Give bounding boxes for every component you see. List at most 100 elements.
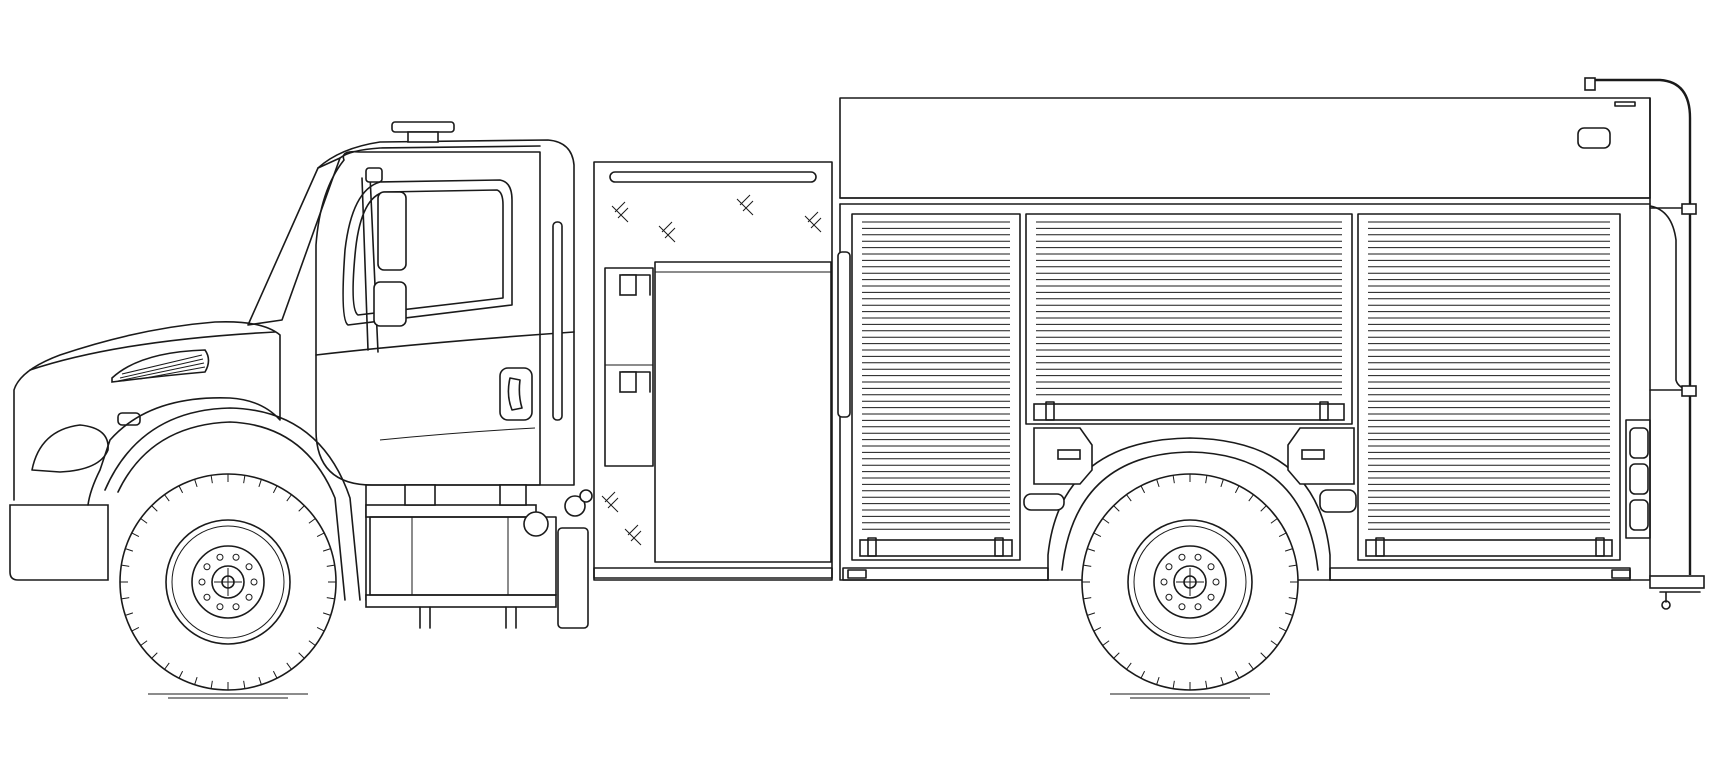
- tread-notch: [1278, 532, 1287, 538]
- tread-notch: [1288, 564, 1297, 567]
- front-bumper: [9, 504, 109, 581]
- tread-notch: [1093, 626, 1102, 632]
- tread-notch: [1172, 680, 1175, 689]
- tread-notch: [1113, 505, 1120, 512]
- tread-notch: [178, 485, 184, 494]
- lug-nut: [245, 563, 253, 571]
- roll-up-door-3: [1368, 221, 1610, 530]
- tread-notch: [272, 670, 278, 679]
- body-marker-light-rear: [1319, 489, 1357, 513]
- tread-notch: [1248, 494, 1254, 502]
- tread-notch: [1260, 652, 1267, 659]
- roll-up-door-1: [862, 221, 1010, 530]
- windshield: [247, 157, 341, 326]
- tread-notch: [1288, 597, 1297, 600]
- pump-panel: [593, 161, 833, 581]
- tread-notch: [1156, 676, 1160, 685]
- rear-ladder-rail: [1590, 78, 1692, 575]
- shutter-frame-2: [1025, 213, 1353, 425]
- hood: [13, 320, 281, 506]
- tread-notch: [140, 640, 148, 646]
- tread-notch: [1140, 485, 1146, 494]
- door-beltline: [315, 331, 575, 356]
- body-grab-rail: [837, 251, 851, 418]
- tread-notch: [151, 652, 158, 659]
- wheels: [119, 473, 1299, 699]
- cab: [9, 121, 593, 629]
- cab-body: [317, 139, 575, 601]
- tread-notch: [286, 494, 292, 502]
- tread-notch: [1248, 662, 1254, 670]
- hood-vent: [111, 349, 210, 383]
- lug-nut: [203, 593, 211, 601]
- lug-nut: [1160, 578, 1168, 586]
- pump-compartment: [593, 161, 833, 579]
- def-tank: [557, 527, 589, 629]
- tread-notch: [178, 670, 184, 679]
- lug-nut: [1178, 553, 1186, 561]
- tread-notch: [298, 505, 305, 512]
- tread-notch: [1205, 475, 1208, 484]
- front-wheel-arch: [104, 407, 361, 601]
- cab-step-lower: [365, 594, 557, 608]
- tread-notch: [1234, 670, 1240, 679]
- tread-notch: [258, 676, 262, 685]
- tread-notch: [1172, 475, 1175, 484]
- lug-nut: [1165, 563, 1173, 571]
- tread-notch: [1087, 612, 1096, 616]
- tread-notch: [151, 505, 158, 512]
- side-marker-light: [117, 412, 141, 426]
- tread-notch: [322, 548, 331, 552]
- cab-door: [315, 150, 541, 486]
- hood-upper-line: [29, 331, 276, 371]
- tread-notch: [164, 662, 170, 670]
- shutter-frame-3: [1357, 213, 1621, 561]
- tread-notch: [1087, 548, 1096, 552]
- tread-notch: [316, 626, 325, 632]
- lug-nut: [1194, 553, 1202, 561]
- tread-notch: [243, 475, 246, 484]
- lug-nut: [1194, 603, 1202, 611]
- tread-notch: [272, 485, 278, 494]
- lug-nut: [1207, 593, 1215, 601]
- tread-notch: [308, 640, 316, 646]
- cab-step-upper: [365, 504, 537, 518]
- hub: [191, 545, 265, 619]
- lug-nut: [232, 553, 240, 561]
- diamond-plate: [601, 194, 822, 546]
- tread-notch: [1093, 532, 1102, 538]
- roll-up-door-2: [1036, 221, 1342, 396]
- tread-notch: [1156, 479, 1160, 488]
- tread-notch: [326, 564, 335, 567]
- control-box: [604, 267, 654, 467]
- top-handrail: [609, 171, 817, 183]
- tread-notch: [243, 680, 246, 689]
- lug-nut: [250, 578, 258, 586]
- tread-notch: [1083, 564, 1092, 567]
- lug-nut: [1165, 593, 1173, 601]
- tread-notch: [1083, 597, 1092, 600]
- door-window: [342, 179, 513, 326]
- tread-notch: [121, 564, 130, 567]
- lug-nut: [1207, 563, 1215, 571]
- upper-compartment: [839, 97, 1651, 199]
- tread-notch: [164, 494, 170, 502]
- tread-notch: [125, 548, 134, 552]
- lug-nut: [216, 603, 224, 611]
- tread-notch: [326, 597, 335, 600]
- tread-notch: [1284, 548, 1293, 552]
- rim: [1127, 519, 1253, 645]
- tread-notch: [1270, 518, 1278, 524]
- tread-notch: [140, 518, 148, 524]
- tread-notch: [1260, 505, 1267, 512]
- hub: [1153, 545, 1227, 619]
- rear-step: [1649, 575, 1705, 589]
- fuel-tank: [369, 516, 557, 596]
- tread-notch: [1102, 518, 1110, 524]
- tread-notch: [1220, 479, 1224, 488]
- apparatus-body: [837, 77, 1705, 610]
- tread-notch: [1126, 662, 1132, 670]
- lug-nut: [1178, 603, 1186, 611]
- tread-notch: [1284, 612, 1293, 616]
